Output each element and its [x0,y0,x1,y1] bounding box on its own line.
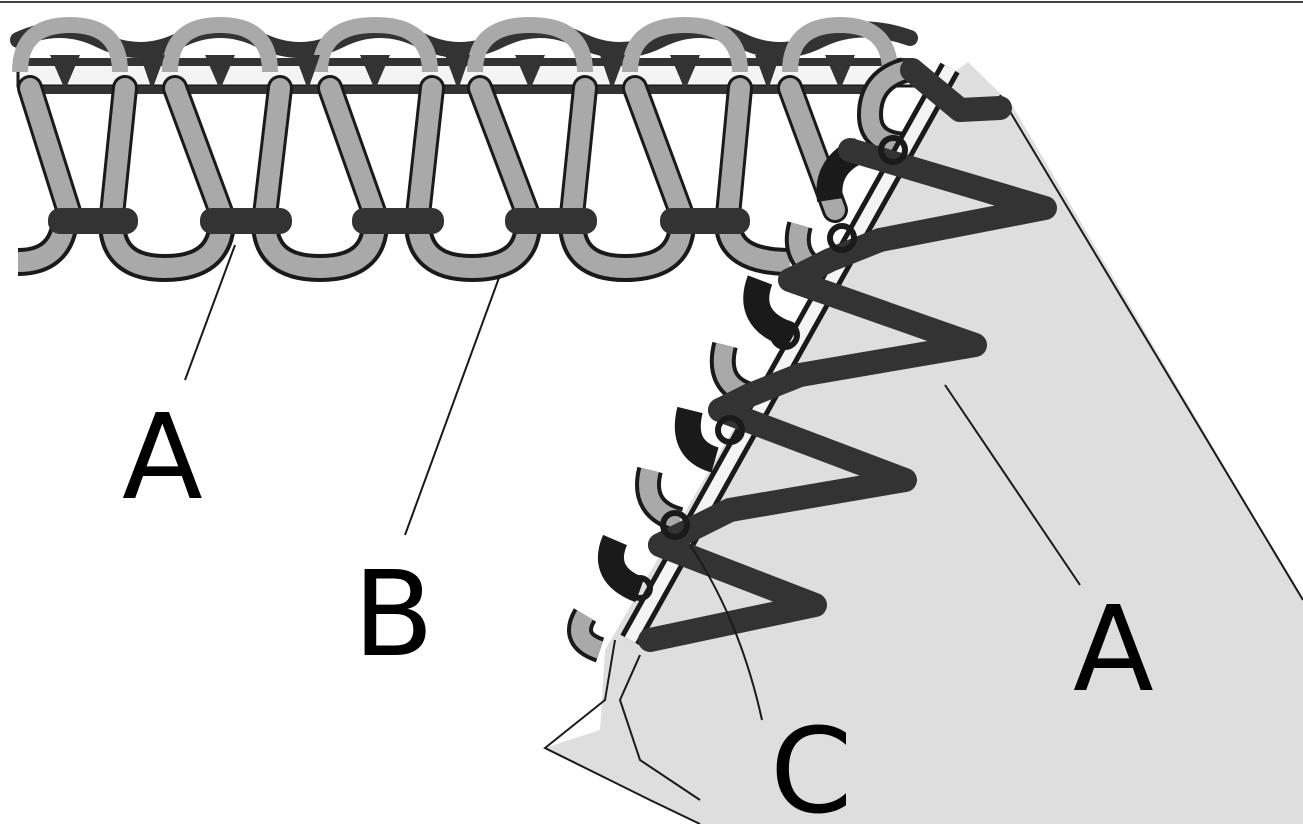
leader-line-b [404,274,501,536]
label-c: C [770,702,852,824]
label-a-diagonal: A [1073,580,1154,718]
horizontal-stitch-row [10,16,920,283]
leader-line-a-diagonal [944,384,1081,586]
label-a-flat: A [122,388,203,526]
label-b: B [353,545,434,683]
leader-lines [184,244,1081,721]
leader-line-a-flat [184,244,236,381]
diagonal-stitch-row [567,57,1057,663]
leader-line-c [689,544,763,721]
